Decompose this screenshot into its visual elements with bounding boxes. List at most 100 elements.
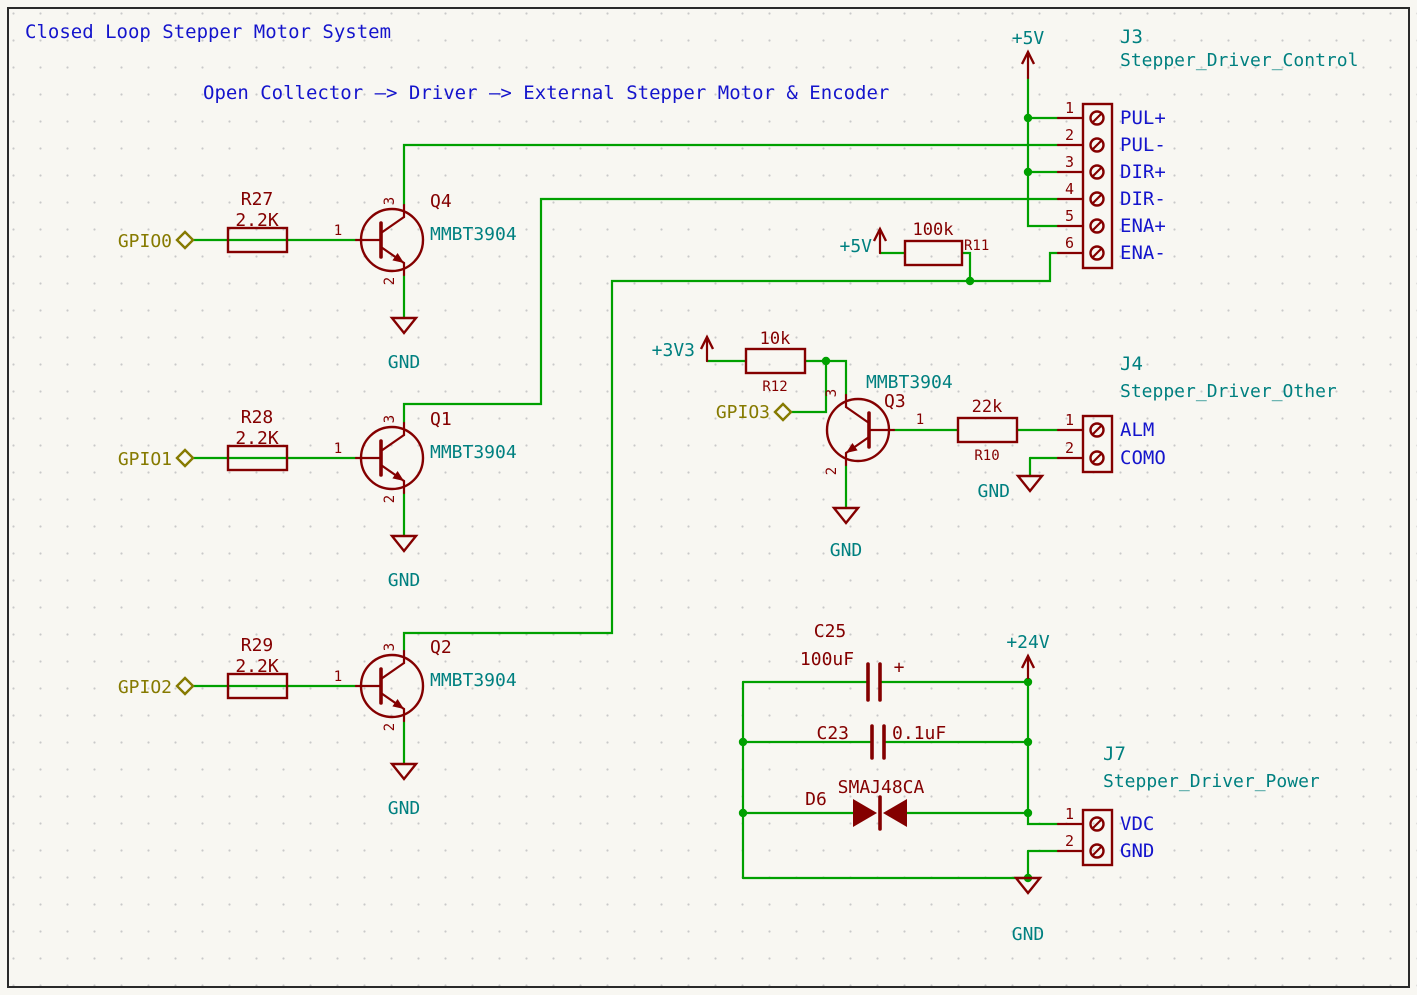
- resistor-r12[interactable]: 10k R12: [744, 329, 807, 395]
- q4-ref-label: Q4: [430, 191, 452, 212]
- power-5v-top-label: +5V: [1012, 28, 1045, 49]
- resistor-r11[interactable]: 100k R11: [903, 220, 989, 267]
- transistor-q2[interactable]: 1 3 2 Q2 MMBT3904: [334, 637, 517, 731]
- q1-pin-emitter: 2: [382, 495, 398, 503]
- r27-ref-label: R27: [241, 189, 274, 210]
- power-24v-label: +24V: [1006, 632, 1050, 653]
- gnd-symbol-bottom[interactable]: GND: [1012, 876, 1045, 945]
- power-5v-r11-label: +5V: [839, 236, 872, 257]
- j3-pin3-num: 3: [1065, 153, 1074, 171]
- q1-ref-label: Q1: [430, 409, 452, 430]
- c23-value-label: 0.1uF: [892, 723, 946, 744]
- gnd-q1-label: GND: [388, 570, 421, 591]
- gpio2-label: GPIO2: [118, 677, 172, 698]
- hier-label-gpio3[interactable]: GPIO3: [716, 402, 793, 423]
- j4-pin1-num: 1: [1065, 411, 1074, 429]
- hier-label-gpio1[interactable]: GPIO1: [118, 448, 195, 470]
- q3-pin-base: 1: [916, 412, 924, 428]
- j4-value-label: Stepper_Driver_Other: [1120, 381, 1337, 402]
- j4-pin2-num: 2: [1065, 439, 1074, 457]
- r27-value-label: 2.2K: [235, 210, 279, 231]
- q2-value-label: MMBT3904: [430, 670, 517, 691]
- connector-j3[interactable]: J3 Stepper_Driver_Control 1 2 3 4 5 6 PU…: [1056, 26, 1358, 270]
- j7-terminal-circles: [1089, 816, 1105, 859]
- r28-ref-label: R28: [241, 407, 274, 428]
- gnd-symbol-q3[interactable]: GND: [830, 506, 863, 561]
- q2-pin-emitter: 2: [382, 723, 398, 731]
- j4-pin1-name: ALM: [1120, 419, 1154, 441]
- gnd-symbol-q1[interactable]: GND: [388, 534, 421, 591]
- q1-pin-collector: 3: [382, 415, 398, 423]
- hier-label-gpio0[interactable]: GPIO0: [118, 230, 195, 252]
- j3-pin1-name: PUL+: [1120, 107, 1166, 129]
- j7-ref-label: J7: [1103, 743, 1126, 765]
- c25-ref-label: C25: [814, 621, 847, 642]
- r29-ref-label: R29: [241, 635, 274, 656]
- resistor-r10[interactable]: 22k R10: [956, 397, 1019, 464]
- r12-ref-label: R12: [762, 379, 787, 395]
- j7-value-label: Stepper_Driver_Power: [1103, 771, 1320, 792]
- j4-terminal-circles: [1089, 422, 1105, 466]
- capacitor-c25[interactable]: + C25 100uF: [800, 621, 905, 702]
- capacitor-c23[interactable]: C23 0.1uF: [816, 723, 946, 760]
- gnd-q2-label: GND: [388, 798, 421, 819]
- j7-pin1-name: VDC: [1120, 813, 1154, 835]
- resistor-r28[interactable]: R28 2.2K: [226, 407, 289, 472]
- q4-pin-emitter: 2: [382, 277, 398, 285]
- r11-ref-label: R11: [964, 238, 989, 254]
- power-symbol-5v-r11[interactable]: +5V: [839, 226, 888, 257]
- j3-pin4-num: 4: [1065, 180, 1074, 198]
- j3-ref-label: J3: [1120, 26, 1143, 48]
- transistor-q3[interactable]: 1 3 2 MMBT3904 Q3: [824, 372, 953, 475]
- transistor-q4[interactable]: 1 3 2 Q4 MMBT3904: [334, 191, 517, 285]
- q3-value-label: MMBT3904: [866, 372, 953, 393]
- power-symbol-5v-top[interactable]: +5V: [1012, 28, 1045, 80]
- schematic-wires[interactable]: [191, 76, 1060, 880]
- page-title: Closed Loop Stepper Motor System: [25, 21, 391, 43]
- tvs-diode-d6[interactable]: D6 SMAJ48CA: [805, 777, 925, 831]
- transistor-q1[interactable]: 1 3 2 Q1 MMBT3904: [334, 409, 517, 503]
- q4-pin-base: 1: [334, 223, 342, 239]
- j7-pin2-name: GND: [1120, 840, 1154, 862]
- r28-value-label: 2.2K: [235, 428, 279, 449]
- page-subtitle: Open Collector –> Driver –> External Ste…: [203, 82, 889, 104]
- resistor-r29[interactable]: R29 2.2K: [226, 635, 289, 700]
- c25-plus-sign: +: [894, 657, 905, 678]
- power-symbol-3v3[interactable]: +3V3: [652, 334, 715, 363]
- c25-value-label: 100uF: [800, 649, 854, 670]
- gpio1-label: GPIO1: [118, 449, 172, 470]
- power-symbol-24v[interactable]: +24V: [1006, 632, 1050, 680]
- sheet-border: [7, 7, 1410, 988]
- j3-value-label: Stepper_Driver_Control: [1120, 50, 1358, 71]
- gnd-q3-label: GND: [830, 540, 863, 561]
- q3-ref-label: Q3: [884, 391, 906, 412]
- hier-label-gpio2[interactable]: GPIO2: [118, 676, 195, 698]
- q1-value-label: MMBT3904: [430, 442, 517, 463]
- q3-pin-emitter: 2: [824, 467, 840, 475]
- j3-pin4-name: DIR-: [1120, 188, 1166, 210]
- j3-pin1-num: 1: [1065, 99, 1074, 117]
- gnd-symbol-j4[interactable]: GND: [977, 474, 1045, 502]
- gnd-symbol-q2[interactable]: GND: [388, 762, 421, 819]
- q2-pin-collector: 3: [382, 643, 398, 651]
- q4-value-label: MMBT3904: [430, 224, 517, 245]
- r12-value-label: 10k: [760, 329, 791, 349]
- r11-value-label: 100k: [913, 220, 954, 240]
- j3-pin2-name: PUL-: [1120, 134, 1166, 156]
- d6-ref-label: D6: [805, 789, 827, 810]
- connector-j7[interactable]: J7 Stepper_Driver_Power 1 2 VDC GND: [1056, 743, 1320, 867]
- q2-ref-label: Q2: [430, 637, 452, 658]
- d6-value-label: SMAJ48CA: [838, 777, 925, 798]
- junction-dots: [738, 113, 1033, 883]
- gnd-symbol-q4[interactable]: GND: [388, 316, 421, 373]
- gpio3-label: GPIO3: [716, 402, 770, 423]
- connector-j4[interactable]: J4 Stepper_Driver_Other 1 2 ALM COMO: [1056, 353, 1337, 474]
- r10-value-label: 22k: [972, 397, 1003, 417]
- resistor-r27[interactable]: R27 2.2K: [226, 189, 289, 254]
- j4-ref-label: J4: [1120, 353, 1143, 375]
- j7-pin1-num: 1: [1065, 805, 1074, 823]
- j7-pin2-num: 2: [1065, 832, 1074, 850]
- c23-ref-label: C23: [816, 723, 849, 744]
